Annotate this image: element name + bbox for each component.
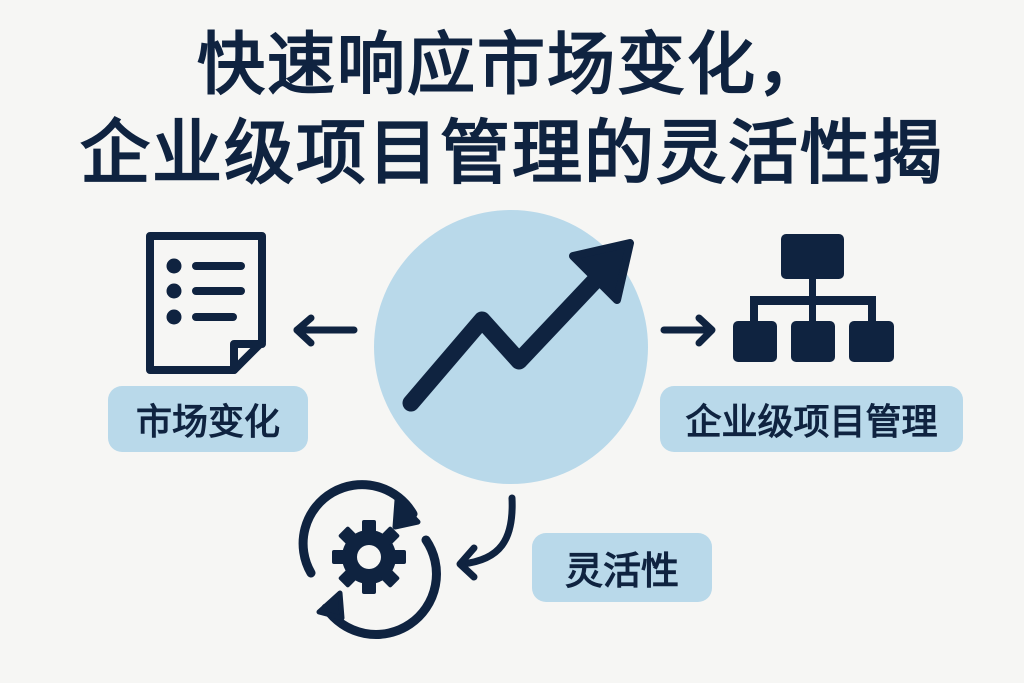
label-flexibility-text: 灵活性 bbox=[564, 549, 679, 593]
org-chart-icon bbox=[733, 234, 894, 362]
title-line-2: 企业级项目管理的灵活性揭 bbox=[80, 112, 944, 194]
label-market-change-text: 市场变化 bbox=[135, 402, 280, 443]
arrow-left-icon bbox=[293, 314, 358, 347]
curved-arrow-icon bbox=[456, 494, 516, 581]
gear-cycle-icon bbox=[298, 480, 441, 639]
label-enterprise-pm-text: 企业级项目管理 bbox=[685, 402, 938, 443]
document-list-icon bbox=[146, 232, 266, 374]
arrow-right-icon bbox=[660, 314, 716, 347]
growth-node bbox=[374, 210, 648, 484]
trend-up-arrow-icon bbox=[402, 239, 634, 412]
label-flexibility: 灵活性 bbox=[532, 533, 712, 602]
label-enterprise-pm: 企业级项目管理 bbox=[660, 386, 963, 452]
label-market-change: 市场变化 bbox=[108, 386, 308, 452]
title-line-1: 快速响应市场变化， bbox=[196, 26, 827, 105]
